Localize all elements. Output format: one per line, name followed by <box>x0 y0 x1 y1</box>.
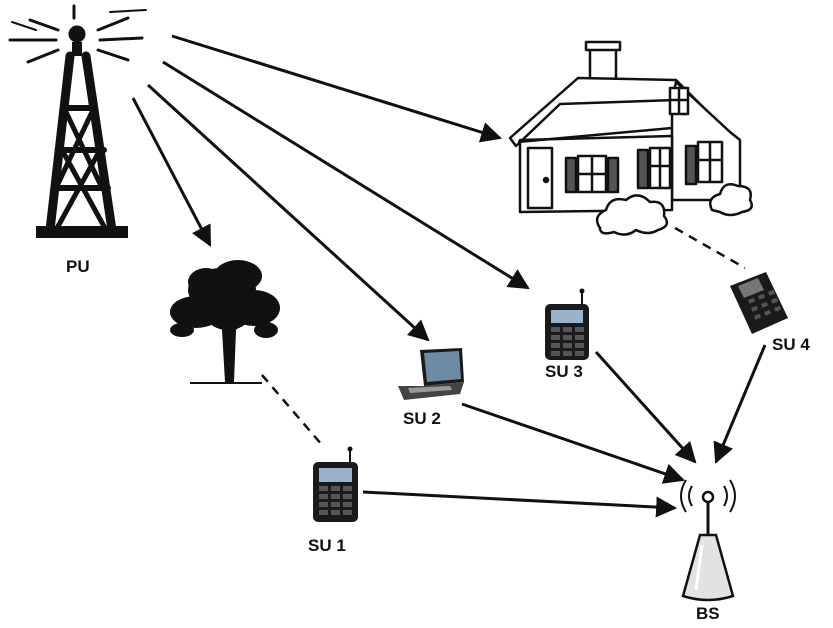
laptop-icon <box>398 348 464 400</box>
su2-label: SU 2 <box>403 409 441 428</box>
arrow-pu-to-su3 <box>162 60 530 290</box>
radio-tower-icon <box>8 4 147 238</box>
su1-label: SU 1 <box>308 536 346 555</box>
su3-label: SU 3 <box>545 362 583 381</box>
mobile-phone-icon <box>545 288 589 360</box>
arrow-su4-to-bs <box>713 344 767 464</box>
dashed-house-to-su4 <box>674 226 746 270</box>
connection-arrows <box>131 34 767 518</box>
arrow-pu-to-house <box>171 34 503 143</box>
desk-phone-icon <box>730 272 788 334</box>
mobile-phone-icon <box>313 446 358 522</box>
arrow-pu-to-tree <box>131 97 212 247</box>
bs-label: BS <box>696 604 720 623</box>
house-icon <box>508 40 753 236</box>
tree-icon <box>170 260 280 384</box>
pu-label: PU <box>66 257 90 276</box>
dashed-links <box>261 226 746 446</box>
arrow-su1-to-bs <box>362 490 678 518</box>
base-station-icon <box>680 479 736 602</box>
arrow-su2-to-bs <box>461 402 685 484</box>
dashed-tree-to-su1 <box>261 374 323 446</box>
arrow-pu-to-su2 <box>146 83 430 342</box>
su4-label: SU 4 <box>772 335 810 354</box>
arrow-su3-to-bs <box>594 350 697 464</box>
